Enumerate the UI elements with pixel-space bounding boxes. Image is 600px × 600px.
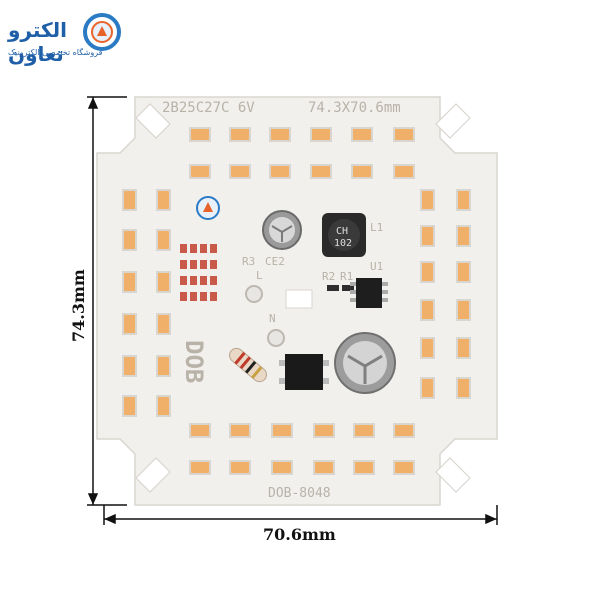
led-chip [393,164,415,179]
store-tagline: فروشگاه تخصصی الکترونیک [8,48,103,57]
board-vertical-marking: DOB [180,340,208,383]
label-r2: R2 [322,270,335,283]
label-u1: U1 [370,260,383,273]
led-chip [353,460,375,475]
label-n: N [269,312,276,325]
board-bottom-marking: DOB-8048 [268,486,331,501]
pad-n [267,329,285,347]
board-top-marking: 2B25C27C 6V [162,100,255,116]
led-chip [310,127,332,142]
led-chip [122,271,137,293]
led-chip [122,189,137,211]
store-brand-text: الکترو تعاون [8,18,68,66]
led-chip [189,164,211,179]
led-chip [122,355,137,377]
led-chip [313,423,335,438]
ic-u1 [350,278,388,308]
led-chip [353,423,375,438]
corner-slots [135,103,471,493]
led-chip [456,377,471,399]
led-chip [156,313,171,335]
led-chip [156,395,171,417]
bridge-rectifier [279,354,329,390]
center-led [285,289,313,309]
inductor-l1 [322,213,366,257]
store-logo-emblem [83,13,121,51]
led-chip [122,229,137,251]
led-chip [122,313,137,335]
led-chip [393,460,415,475]
led-chip [189,127,211,142]
led-chip [229,127,251,142]
led-chip [420,189,435,211]
led-chip [189,423,211,438]
led-array [122,127,471,475]
led-chip [420,377,435,399]
inductor-marking-line1: CH [336,226,348,237]
inductor-marking-line2: 102 [334,238,352,249]
led-chip [456,337,471,359]
dimension-width [103,505,498,525]
led-chip [351,164,373,179]
resistors-r1-r2 [327,285,354,291]
capacitor-large [334,332,396,394]
label-ce2: CE2 [265,255,285,268]
led-chip [156,271,171,293]
led-chip [456,261,471,283]
led-chip [456,189,471,211]
board-size-marking: 74.3X70.6mm [308,100,401,116]
label-l1: L1 [370,221,383,234]
pad-grid [180,244,217,301]
led-chip [393,423,415,438]
led-chip [310,164,332,179]
led-chip [156,189,171,211]
width-label: 70.6mm [263,525,336,544]
led-chip [269,127,291,142]
led-chip [456,299,471,321]
led-chip [420,225,435,247]
dimension-height [87,96,127,506]
led-chip [156,229,171,251]
label-l: L [256,269,263,282]
led-chip [351,127,373,142]
led-chip [393,127,415,142]
led-chip [229,460,251,475]
led-chip [420,299,435,321]
led-chip [420,337,435,359]
board-emblem [196,196,220,220]
store-logo: الکترو تعاون فروشگاه تخصصی الکترونیک [8,6,128,66]
height-label: 74.3mm [69,269,88,342]
label-r3: R3 [242,255,255,268]
capacitor-ce2 [262,210,302,250]
led-chip [122,395,137,417]
pad-l [245,285,263,303]
led-chip [313,460,335,475]
led-chip [189,460,211,475]
led-chip [229,423,251,438]
led-chip [271,460,293,475]
led-chip [456,225,471,247]
fuse-resistor [229,347,267,383]
led-chip [156,355,171,377]
label-r1: R1 [340,270,353,283]
led-chip [271,423,293,438]
led-chip [420,261,435,283]
led-chip [269,164,291,179]
led-chip [229,164,251,179]
